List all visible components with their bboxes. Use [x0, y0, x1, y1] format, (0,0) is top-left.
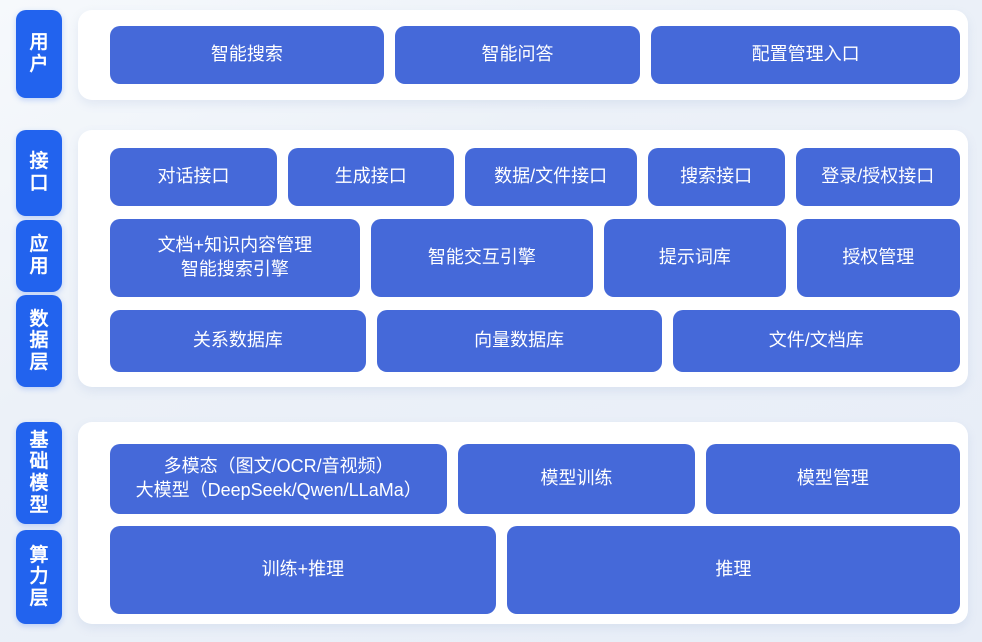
node-model-management: 模型管理 [705, 444, 960, 514]
node-label: 模型训练 [540, 468, 613, 489]
layer-label-char: 数 [29, 308, 49, 330]
layer-band-bottom: 基础模型算力层 多模态（图文/OCR/音视频） 大模型（DeepSeek/Qwen/… [16, 422, 968, 624]
layer-label-foundation-model: 基础模型 [16, 422, 62, 524]
layer-label-char: 力 [29, 566, 49, 588]
node-config-entry: 配置管理入口 [651, 26, 960, 84]
layer-label-char: 型 [29, 494, 49, 516]
layer-band-middle: 接口应用数据层对话接口生成接口数据/文件接口搜索接口登录/授权接口文档+知识内容… [16, 130, 968, 387]
node-doc-knowledge-search-engine: 文档+知识内容管理智能搜索引擎 [110, 219, 360, 297]
node-label: 智能搜索引擎 [180, 259, 289, 279]
layer-label-char: 层 [29, 587, 49, 609]
node-label: 文件/文档库 [768, 330, 864, 351]
node-row-middle-1: 对话接口 生成接口 数据/文件接口 搜索接口 登录/授权接口 [110, 148, 961, 206]
node-smart-qa: 智能问答 [394, 26, 641, 84]
node-interaction-engine: 智能交互引擎 [370, 219, 594, 297]
node-vector-db: 向量数据库 [376, 310, 662, 372]
layer-label-char: 基 [29, 429, 49, 451]
node-model-training: 模型训练 [458, 444, 695, 514]
node-label: 智能交互引擎 [427, 247, 536, 268]
node-label: 搜索接口 [680, 166, 753, 187]
node-label: 向量数据库 [474, 330, 565, 351]
node-label: 数据/文件接口 [494, 166, 608, 187]
node-label: 关系数据库 [192, 330, 283, 351]
node-file-doc-store: 文件/文档库 [672, 310, 960, 372]
layer-label-char: 应 [29, 233, 49, 255]
panel-middle: 对话接口 生成接口 数据/文件接口 搜索接口 登录/授权接口文档+知识内容管理智能搜索引… [78, 130, 968, 387]
layer-label-char: 接 [29, 151, 49, 173]
node-dialog-api: 对话接口 [110, 148, 277, 206]
layer-label-char: 用 [29, 32, 49, 54]
node-search-api: 搜索接口 [647, 148, 785, 206]
node-login-auth-api: 登录/授权接口 [795, 148, 961, 206]
node-row-user-1: 智能搜索 智能问答 配置管理入口 [110, 26, 960, 84]
node-label: 大模型（DeepSeek/Qwen/LLaMa） [135, 480, 422, 500]
layer-label-char: 户 [29, 54, 49, 75]
node-label: 推理 [715, 559, 752, 580]
layer-label-column-bottom: 基础模型算力层 [16, 422, 62, 624]
layer-label-data-layer: 数据层 [16, 295, 62, 387]
node-label: 对话接口 [157, 166, 230, 187]
layer-label-char: 用 [29, 255, 49, 277]
node-smart-search: 智能搜索 [110, 26, 384, 84]
node-label: 提示词库 [658, 247, 731, 268]
node-multimodal-llm: 多模态（图文/OCR/音视频） 大模型（DeepSeek/Qwen/LLaMa） [110, 444, 448, 514]
node-label: 训练+推理 [261, 559, 345, 580]
node-row-bottom-2: 训练+推理 推理 [110, 526, 960, 614]
node-label: 登录/授权接口 [821, 166, 935, 187]
layer-label-column-middle: 接口应用数据层 [16, 130, 62, 387]
layer-label-compute-layer: 算力层 [16, 530, 62, 624]
layer-label-column-user: 用户 [16, 10, 62, 100]
node-generation-api: 生成接口 [287, 148, 454, 206]
layer-label-interface: 接口 [16, 130, 62, 216]
layer-label-char: 层 [29, 351, 49, 373]
node-row-bottom-1: 多模态（图文/OCR/音视频） 大模型（DeepSeek/Qwen/LLaMa） 模… [110, 444, 960, 514]
layer-band-user: 用户 智能搜索 智能问答 配置管理入口 [16, 10, 968, 100]
layer-label-application: 应用 [16, 219, 62, 292]
node-relational-db: 关系数据库 [110, 310, 366, 372]
node-label: 智能搜索 [210, 44, 283, 65]
layer-label-char: 础 [29, 451, 49, 473]
layer-label-char: 模 [29, 473, 49, 494]
node-label: 生成接口 [334, 166, 407, 187]
node-training-inference: 训练+推理 [110, 526, 496, 614]
node-inference: 推理 [506, 526, 960, 614]
node-label: 文档+知识内容管理 [157, 235, 313, 256]
panel-user: 智能搜索 智能问答 配置管理入口 [78, 10, 968, 100]
node-data-file-api: 数据/文件接口 [464, 148, 637, 206]
layer-label-char: 据 [29, 330, 49, 352]
node-label: 授权管理 [842, 247, 915, 268]
node-row-middle-3: 关系数据库 向量数据库 文件/文档库 [110, 310, 960, 372]
node-auth-management: 授权管理 [796, 219, 960, 297]
node-label: 多模态（图文/OCR/音视频） [163, 456, 394, 477]
layer-label-char: 算 [29, 544, 49, 566]
node-label: 智能问答 [481, 44, 554, 65]
layer-label-user: 用户 [16, 10, 62, 98]
node-row-middle-2: 文档+知识内容管理智能搜索引擎 智能交互引擎 提示词库 授权管理 [110, 219, 960, 297]
node-label: 模型管理 [796, 468, 869, 489]
node-label: 配置管理入口 [751, 44, 860, 65]
node-prompt-library: 提示词库 [604, 219, 786, 297]
layer-label-char: 口 [29, 173, 49, 194]
panel-bottom: 多模态（图文/OCR/音视频） 大模型（DeepSeek/Qwen/LLaMa） 模… [78, 422, 968, 624]
